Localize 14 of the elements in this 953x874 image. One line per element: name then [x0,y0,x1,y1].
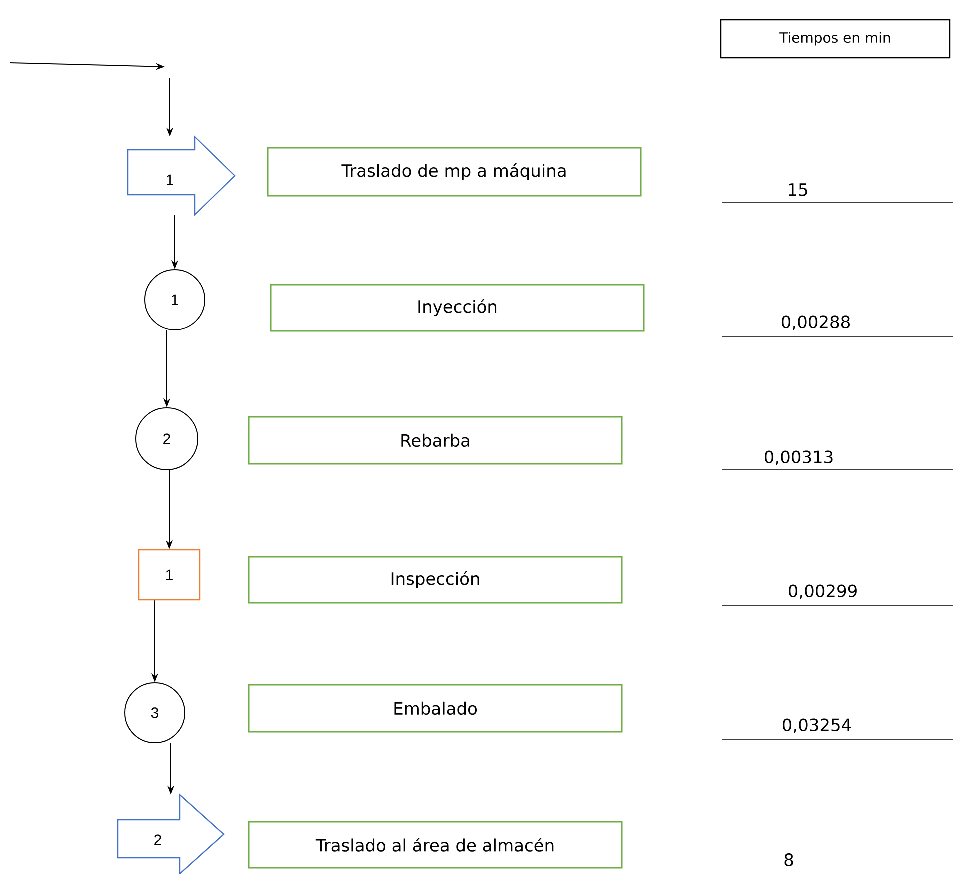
time-value: 0,00313 [764,450,833,466]
time-value: 15 [789,184,808,196]
time-value: 0,00299 [788,584,857,600]
process-box: Traslado de mp a máquina [267,147,642,197]
process-box: Traslado al área de almacén [248,821,623,869]
header-box: Tiempos en min [720,19,951,59]
process-box: Inyección [270,284,645,332]
inspection-square: 1 [138,549,201,601]
process-box: Inspección [248,556,623,604]
process-box: Rebarba [248,416,623,465]
process-box: Embalado [248,684,623,733]
time-value: 8 [784,854,794,866]
time-value: 0,00288 [782,316,850,330]
time-value: 0,03254 [782,718,852,734]
